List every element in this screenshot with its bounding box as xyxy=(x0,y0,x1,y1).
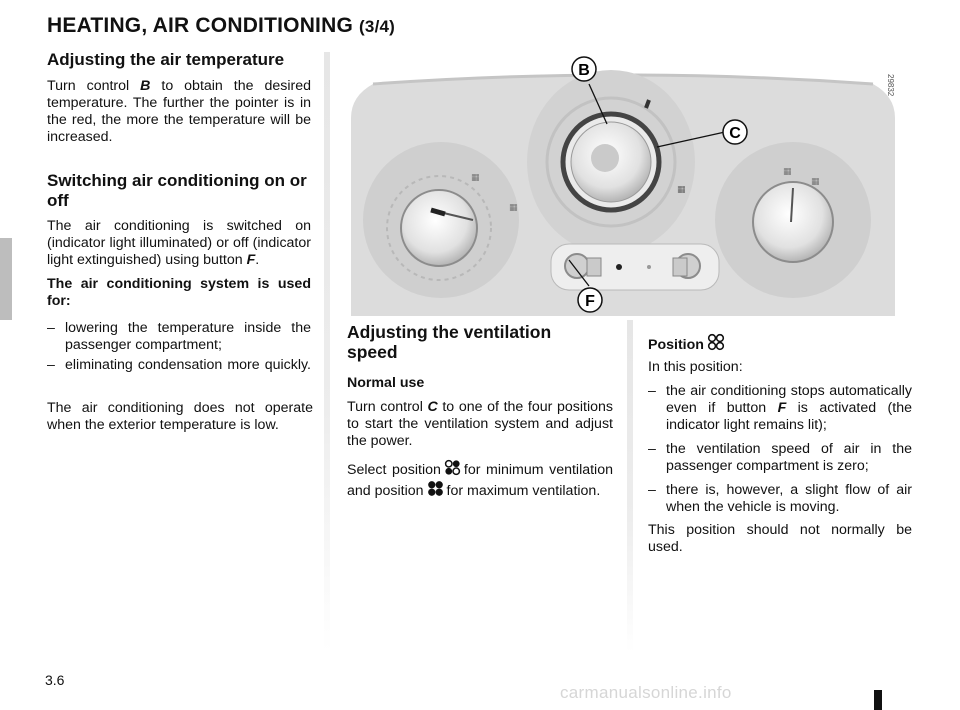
callout-b-label: B xyxy=(578,62,590,79)
right-bullet-1: –the air conditioning stops automaticall… xyxy=(648,383,912,433)
fan-off-icon xyxy=(707,333,725,351)
right-bullet-3: –there is, however, a slight flow of air… xyxy=(648,482,912,515)
normal-use-label: Normal use xyxy=(347,375,425,391)
column-rule-left xyxy=(324,52,330,652)
position-heading: Position xyxy=(648,333,728,354)
svg-text:▦: ▦ xyxy=(811,176,820,186)
in-this-position-text: In this position: xyxy=(648,359,743,375)
page-number: 3.6 xyxy=(45,672,65,688)
fan-max-icon xyxy=(427,481,443,496)
not-operate-text: The air conditioning does not operate wh… xyxy=(47,400,313,433)
button-f-ref: F xyxy=(246,252,256,268)
section-tab xyxy=(0,238,12,320)
turn-paragraph: Turn control C to one of the four positi… xyxy=(347,399,613,449)
heading-ac-on-off: Switching air conditioning on or off xyxy=(47,171,307,210)
column-rule-right xyxy=(627,320,633,652)
used-for-text: The air conditioning system is used for: xyxy=(47,276,311,309)
note-text: This position should not normally be use… xyxy=(648,522,912,555)
left-bullet-1: –lowering the temperature inside the pas… xyxy=(47,320,311,353)
ac-paragraph: The air conditioning is switched on (ind… xyxy=(47,218,311,268)
callout-b: B xyxy=(571,56,597,82)
page-title: HEATING, AIR CONDITIONING (3/4) xyxy=(47,14,395,38)
heading-air-temperature: Adjusting the air temperature xyxy=(47,50,285,69)
temp-paragraph: Turn control B to obtain the desired tem… xyxy=(47,78,311,145)
corner-mark xyxy=(874,690,882,710)
svg-text:▦: ▦ xyxy=(783,166,792,176)
page-part: (3/4) xyxy=(359,17,396,36)
control-panel-illustration: ▦ ▦ ▦ ▦ ▦ B C F 29832 xyxy=(343,54,899,316)
button-f-ref-2: F xyxy=(777,400,787,416)
page-title-text: HEATING, AIR CONDITIONING xyxy=(47,14,353,37)
fan-min-icon xyxy=(444,459,461,476)
watermark: carmanualsonline.info xyxy=(560,683,732,702)
right-bullet-2: –the ventilation speed of air in the pas… xyxy=(648,441,912,474)
callout-f: F xyxy=(577,287,603,313)
figure-reference: 29832 xyxy=(886,74,895,97)
svg-text:▦: ▦ xyxy=(509,202,518,212)
control-b-ref: B xyxy=(140,78,151,94)
svg-text:▦: ▦ xyxy=(471,172,480,182)
left-bullet-2: –eliminating condensation more quickly. xyxy=(47,357,311,373)
callout-f-label: F xyxy=(585,293,595,310)
callout-c-label: C xyxy=(729,125,741,142)
heading-ventilation-speed: Adjusting the ventilation speed xyxy=(347,322,552,362)
callout-c: C xyxy=(722,119,748,145)
svg-text:▦: ▦ xyxy=(677,184,686,194)
control-c-ref: C xyxy=(427,399,438,415)
